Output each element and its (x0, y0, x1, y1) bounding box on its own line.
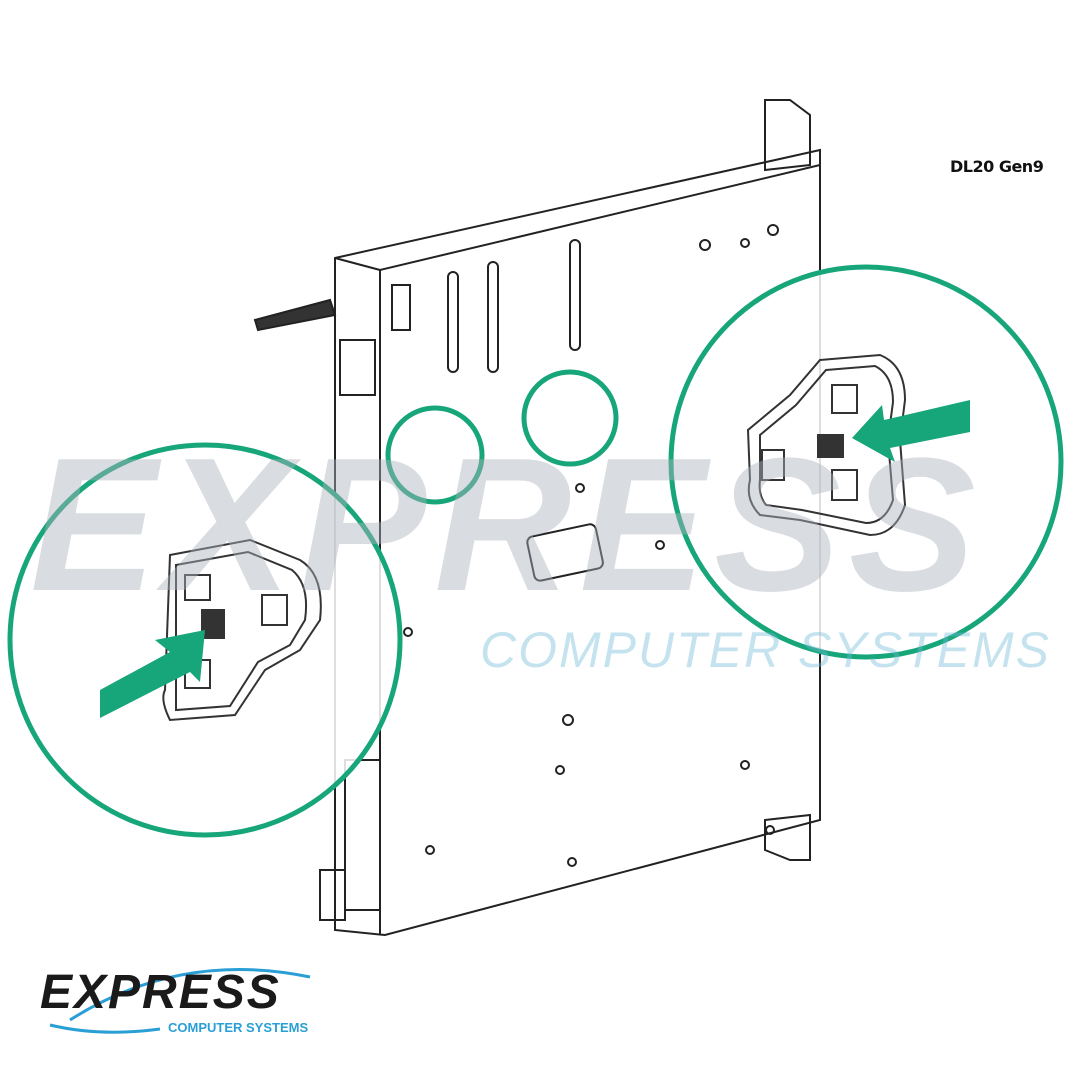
arrow-right-icon (852, 400, 970, 462)
express-logo: EXPRESS COMPUTER SYSTEMS (40, 965, 340, 1040)
power-supply-fan (339, 339, 376, 396)
detail-right (746, 353, 907, 537)
rear-bracket-bottom (764, 813, 811, 861)
callout-large-right (668, 264, 1064, 660)
logo-subtitle: COMPUTER SYSTEMS (168, 1020, 309, 1035)
detail-left (162, 538, 322, 722)
model-label: DL20 Gen9 (950, 157, 1044, 176)
callout-small-right (521, 369, 619, 467)
rear-bracket-top (764, 99, 811, 172)
callout-large-left (7, 442, 403, 838)
arrow-left-icon (100, 630, 205, 718)
callout-small-left (385, 405, 485, 505)
logo-title: EXPRESS (40, 966, 281, 1019)
latch-slot (526, 523, 604, 582)
power-cable (253, 298, 337, 332)
logo-swoosh (49, 968, 311, 1034)
callout-circles (7, 264, 1064, 838)
